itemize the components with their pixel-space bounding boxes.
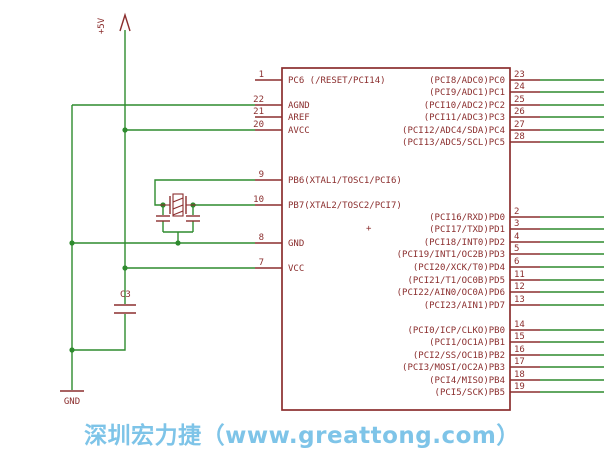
- pin-number: 13: [514, 295, 525, 305]
- pin-name: GND: [288, 239, 304, 249]
- pin-number: 28: [514, 132, 525, 142]
- junction-dot: [175, 240, 181, 246]
- pin-number: 12: [514, 282, 525, 292]
- pin-number: 8: [259, 233, 264, 243]
- gnd-symbol: GND: [60, 390, 84, 407]
- pin-number: 24: [514, 82, 525, 92]
- junction-dot: [122, 127, 128, 133]
- pin-number: 23: [514, 70, 525, 80]
- pin-name: (PCI9/ADC1)PC1: [429, 88, 505, 98]
- pin-number: 3: [514, 219, 519, 229]
- wire-c3-to-gnd: [72, 314, 126, 351]
- pin-name: (PCI16/RXD)PD0: [429, 213, 505, 223]
- pin-name: (PCI3/MOSI/OC2A)PB3: [402, 363, 505, 373]
- junction-dot: [69, 240, 75, 246]
- plus5v-arrow-icon: [119, 12, 131, 32]
- junction-dot: [122, 265, 128, 271]
- ic-right-pins: 23(PCI8/ADC0)PC024(PCI9/ADC1)PC125(PCI10…: [397, 70, 604, 398]
- pin-number: 1: [259, 70, 264, 80]
- pin-number: 2: [514, 207, 519, 217]
- pin-number: 27: [514, 120, 525, 130]
- net-wires: [71, 30, 255, 390]
- pin-number: 6: [514, 257, 519, 267]
- plus5v-symbol: +5V: [97, 12, 131, 34]
- pin-name: (PCI19/INT1/OC2B)PD3: [397, 250, 505, 260]
- pin-number: 22: [253, 95, 264, 105]
- pin-name: VCC: [288, 264, 304, 274]
- pin-number: 21: [253, 107, 264, 117]
- pin-name: AREF: [288, 113, 310, 123]
- watermark-text: 深圳宏力捷（www.greattong.com）: [84, 423, 520, 449]
- pin-number: 10: [253, 195, 264, 205]
- pin-name: (PCI20/XCK/T0)PD4: [413, 263, 505, 273]
- pin-name: (PCI10/ADC2)PC2: [424, 101, 505, 111]
- pin-number: 26: [514, 107, 525, 117]
- pin-name: (PCI17/TXD)PD1: [429, 225, 505, 235]
- capacitor-c3: C3: [114, 290, 136, 314]
- pin-name: (PCI2/SS/OC1B)PB2: [413, 351, 505, 361]
- pin-number: 25: [514, 95, 525, 105]
- crystal-hatch: [172, 210, 184, 216]
- pin-number: 5: [514, 244, 519, 254]
- pin-number: 9: [259, 170, 264, 180]
- pin-name: (PCI1/OC1A)PB1: [429, 338, 505, 348]
- pin-name: (PCI4/MISO)PB4: [429, 376, 505, 386]
- pin-number: 15: [514, 332, 525, 342]
- pin-number: 18: [514, 370, 525, 380]
- load-capacitors: [156, 215, 200, 222]
- pin-name: (PCI13/ADC5/SCL)PC5: [402, 138, 505, 148]
- pin-name: PB6(XTAL1/TOSC1/PCI6): [288, 176, 402, 186]
- pin-name: (PCI5/SCK)PB5: [435, 388, 505, 398]
- wire-pb6-xtal: [154, 179, 255, 206]
- ic-origin-mark: +: [366, 224, 372, 234]
- junction-dots: [69, 127, 196, 353]
- c3-label: C3: [120, 290, 131, 300]
- pin-name: (PCI23/AIN1)PD7: [424, 301, 505, 311]
- pin-name: (PCI0/ICP/CLKO)PB0: [407, 326, 505, 336]
- junction-dot: [69, 347, 75, 353]
- pin-number: 19: [514, 382, 525, 392]
- ic-body: [281, 67, 511, 411]
- pin-name: PB7(XTAL2/TOSC2/PCI7): [288, 201, 402, 211]
- pin-name: (PCI8/ADC0)PC0: [429, 76, 505, 86]
- pin-number: 17: [514, 357, 525, 367]
- pin-name: (PCI22/AIN0/OC0A)PD6: [397, 288, 505, 298]
- plus5v-label: +5V: [97, 17, 107, 34]
- pin-number: 7: [259, 258, 264, 268]
- pin-number: 20: [253, 120, 264, 130]
- crystal-symbol: [160, 193, 196, 217]
- pin-name: (PCI11/ADC3)PC3: [424, 113, 505, 123]
- pin-name: AVCC: [288, 126, 310, 136]
- gnd-label: GND: [64, 397, 80, 407]
- crystal-hatch: [172, 204, 184, 210]
- pin-name: (PCI12/ADC4/SDA)PC4: [402, 126, 505, 136]
- pin-name: PC6 (/RESET/PCI14): [288, 76, 386, 86]
- pin-name: (PCI18/INT0)PD2: [424, 238, 505, 248]
- pin-name: AGND: [288, 101, 310, 111]
- pin-number: 11: [514, 270, 525, 280]
- pin-number: 4: [514, 232, 519, 242]
- pin-name: (PCI21/T1/OC0B)PD5: [407, 276, 505, 286]
- pin-number: 14: [514, 320, 525, 330]
- crystal-hatch: [172, 197, 184, 203]
- pin-number: 16: [514, 345, 525, 355]
